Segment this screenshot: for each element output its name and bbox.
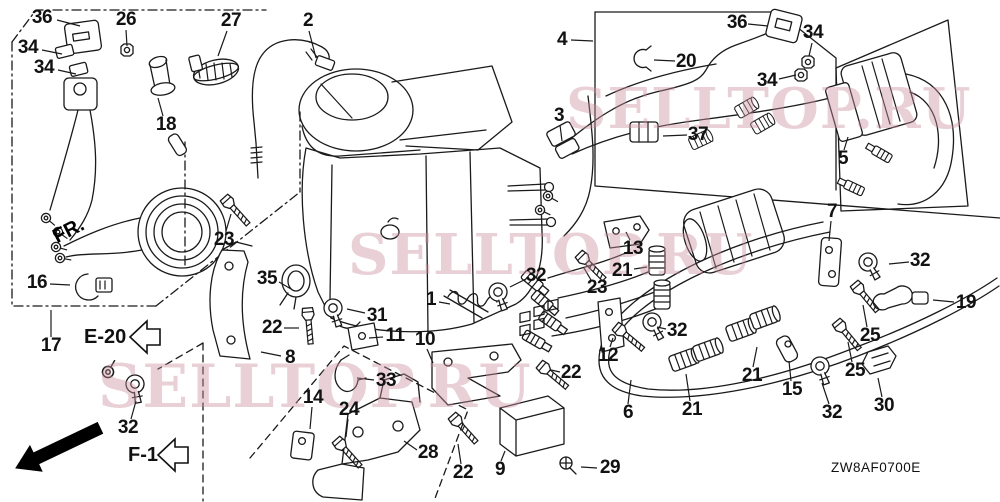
leader-line-25 [847, 341, 853, 363]
leader-line-21 [752, 346, 758, 368]
ref-label-e20: E-20 [84, 326, 127, 348]
left-group-box [11, 9, 301, 307]
leader-line-30 [877, 377, 883, 398]
leader-line-34 [57, 69, 77, 75]
leader-line-34 [41, 49, 63, 55]
f1-group-box [157, 342, 469, 502]
leader-line-24 [345, 418, 349, 438]
leader-line-14 [309, 406, 313, 430]
leader-line-34 [778, 74, 797, 80]
drawing-code: ZW8AF0700E [831, 460, 921, 475]
leader-line-7 [828, 220, 832, 242]
leader-line-32 [130, 400, 137, 420]
regulator-drawing [825, 52, 955, 206]
main-harness-drawing [546, 8, 831, 159]
leader-line-21 [685, 373, 691, 402]
throttle-cable-drawing [250, 39, 336, 179]
right-fasteners-drawing [99, 236, 929, 405]
leader-line-27 [217, 30, 228, 57]
mount-bracket-drawing [290, 373, 421, 501]
battery-cable-group-drawing [38, 19, 227, 301]
leader-line-21 [633, 266, 648, 270]
leader-line-32 [821, 382, 830, 405]
leader-line-3 [559, 124, 563, 142]
leader-line-4 [570, 39, 594, 42]
leader-line-23 [583, 267, 592, 281]
e20-bracket-group-drawing [209, 192, 379, 393]
leader-line-26 [125, 29, 128, 47]
leader-line-22 [550, 369, 561, 373]
leader-line-33 [356, 377, 375, 381]
leader-line-10 [426, 348, 434, 364]
leader-line-29 [580, 466, 598, 469]
leader-line-6 [627, 379, 632, 405]
leader-line-36 [747, 23, 769, 27]
leader-line-11 [368, 336, 384, 339]
leader-line-13 [625, 231, 631, 241]
starter-and-cable-drawing [534, 188, 1000, 398]
leader-line-31 [346, 308, 366, 314]
leader-line-19 [932, 299, 955, 303]
leader-line-32 [888, 261, 910, 265]
small-clamps-drawing [120, 43, 652, 86]
leader-line-5 [843, 136, 849, 151]
leader-line-22 [457, 443, 462, 465]
leader-line-2 [308, 30, 317, 59]
regulator-group-box [835, 19, 969, 212]
leader-line-16 [49, 283, 71, 286]
ref-label-f1: F-1 [128, 444, 158, 466]
leader-line-28 [403, 440, 418, 451]
leader-line-34 [808, 42, 813, 57]
leader-line-20 [653, 59, 676, 62]
leader-line-1 [438, 301, 451, 305]
leader-line-32 [656, 326, 667, 330]
leader-line-32 [509, 278, 527, 288]
leader-line-15 [788, 360, 792, 382]
leader-line-9 [500, 450, 506, 462]
leader-line-18 [157, 97, 164, 117]
leader-line-35 [278, 281, 292, 290]
leader-line-8 [260, 351, 282, 357]
leader-line-12 [609, 337, 614, 348]
leader-line-23 [225, 213, 232, 232]
leader-line-25 [862, 304, 868, 328]
leader-line-37 [662, 134, 688, 137]
leader-line-36 [56, 19, 81, 27]
spring-and-plate-drawing [431, 289, 522, 406]
